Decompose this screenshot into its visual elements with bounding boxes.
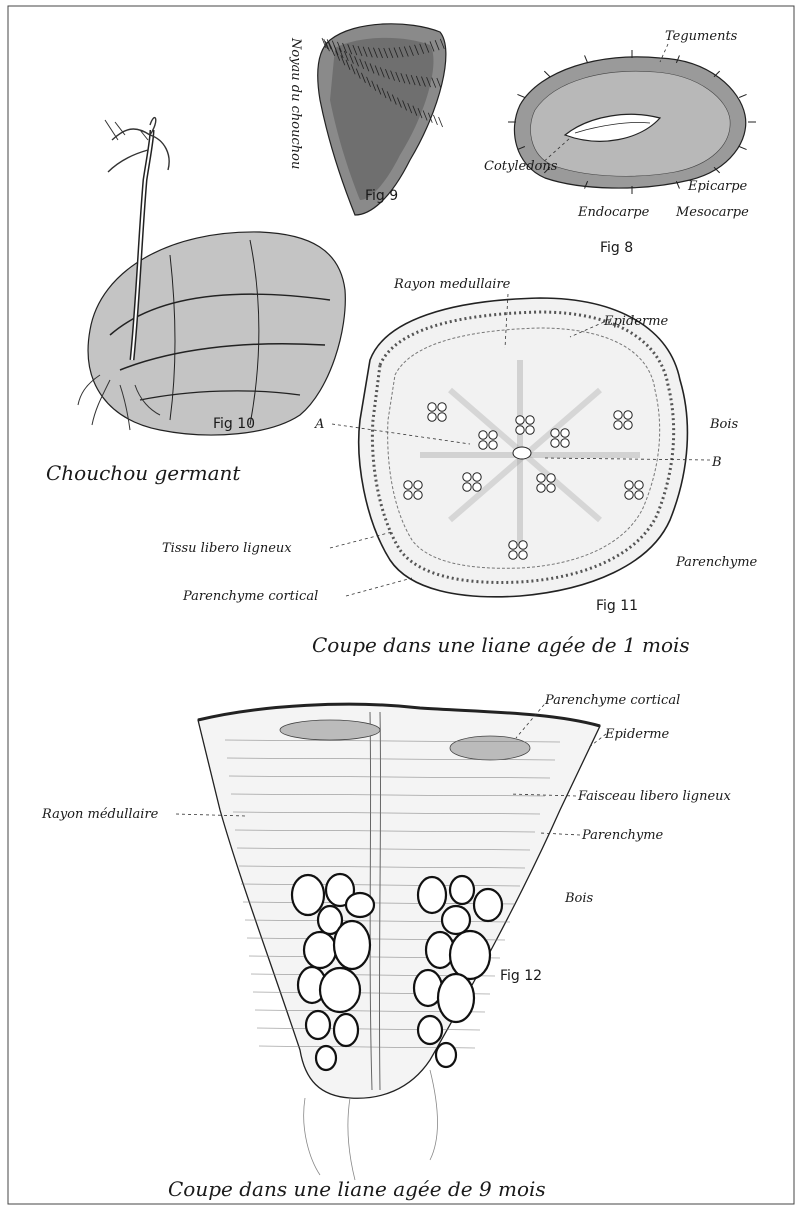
- fig10-number: Fig 10: [213, 416, 255, 432]
- fig9-number: Fig 9: [365, 188, 398, 204]
- fig10-caption: Chouchou germant: [46, 461, 241, 485]
- fig11-vessel: [479, 441, 487, 449]
- fig9-vertical-label: Noyau du chouchou: [288, 37, 303, 169]
- fig12-label-parenchyme: Parenchyme: [581, 828, 664, 843]
- fig11-vessel: [561, 429, 569, 437]
- fig8-spine: [544, 71, 550, 77]
- fig12-xylem-vessel: [438, 974, 474, 1022]
- fig11-vessel: [463, 483, 471, 491]
- fig11-label-rayon-medullaire: Rayon medullaire: [393, 277, 511, 292]
- fig11-stem-section: [359, 298, 688, 597]
- fig12-label-parenchyme-cortical: Parenchyme cortical: [544, 693, 680, 708]
- fig12-label-epiderme: Epiderme: [604, 727, 670, 742]
- fig11-vessel: [519, 551, 527, 559]
- fig8-label-teguments: Teguments: [665, 29, 738, 44]
- fig9-bristle: [433, 115, 437, 125]
- fig11-vessel: [509, 541, 517, 549]
- fig12-caption: Coupe dans une liane agée de 9 mois: [168, 1177, 546, 1201]
- fig12-label-bois: Bois: [564, 891, 594, 906]
- fig11-vessel: [614, 411, 622, 419]
- fig11-vessel: [404, 491, 412, 499]
- fig11-vessel: [509, 551, 517, 559]
- fig9-bristle: [439, 117, 443, 127]
- fig11-vessel: [547, 484, 555, 492]
- fig11-vessel: [551, 439, 559, 447]
- fig11-vessel: [473, 473, 481, 481]
- fig8-spine: [585, 55, 588, 62]
- fig8-label-mesocarpe: Mesocarpe: [675, 205, 749, 220]
- fig11-vessel: [479, 431, 487, 439]
- fig8-label-cotyledons: Cotyledons: [484, 159, 558, 174]
- fig11-vessel: [526, 416, 534, 424]
- fig12-xylem-vessel: [316, 1046, 336, 1070]
- fig11-vessel: [625, 491, 633, 499]
- fig11-vessel: [473, 483, 481, 491]
- fig9-seed-drawing: [318, 24, 446, 215]
- fig12-xylem-vessel: [418, 877, 446, 913]
- fig10-germinating-fruit: [78, 118, 345, 435]
- fig12-stem-sector: [198, 704, 600, 1180]
- fig11-label-epiderme: Epiderme: [603, 314, 669, 329]
- fig11-vessel: [561, 439, 569, 447]
- fig11-vessel: [489, 441, 497, 449]
- fig8-label-endocarpe: Endocarpe: [577, 205, 650, 220]
- fig12-xylem-vessel: [334, 1014, 358, 1046]
- fig11-label-a: A: [314, 417, 324, 432]
- fig11-number: Fig 11: [596, 598, 638, 614]
- fig11-vessel: [635, 491, 643, 499]
- fig11-vessel: [537, 474, 545, 482]
- fig11-vessel: [526, 426, 534, 434]
- fig11-vessel: [438, 413, 446, 421]
- fig8-number: Fig 8: [600, 240, 633, 256]
- fig12-label-faisceau: Faisceau libero ligneux: [577, 789, 732, 804]
- fig8-spine: [517, 94, 524, 97]
- fig11-vessel: [624, 421, 632, 429]
- fig11-vessel: [551, 429, 559, 437]
- fig11-vessel: [614, 421, 622, 429]
- fig11-vessel: [438, 403, 446, 411]
- fig8-spine: [739, 94, 746, 97]
- fig11-vessel: [519, 541, 527, 549]
- fig12-xylem-vessel: [418, 1016, 442, 1044]
- fig12-xylem-vessel: [450, 876, 474, 904]
- fig11-vessel: [463, 473, 471, 481]
- fig11-vessel: [414, 491, 422, 499]
- fig11-vessel: [414, 481, 422, 489]
- fig11-vessel: [625, 481, 633, 489]
- fig11-label-parenchyme: Parenchyme: [675, 555, 758, 570]
- fig11-vessel: [428, 413, 436, 421]
- fig12-xylem-vessel: [292, 875, 324, 915]
- fig11-label-bois: Bois: [709, 417, 739, 432]
- fig12-label-rayon-medullaire: Rayon médullaire: [41, 807, 159, 822]
- fig11-label-parenchyme-cortical: Parenchyme cortical: [182, 589, 318, 604]
- fig11-vessel: [428, 403, 436, 411]
- fig11-vessel: [624, 411, 632, 419]
- fig8-spine: [739, 146, 746, 149]
- fig11-vessel: [516, 416, 524, 424]
- fig12-xylem-vessel: [306, 1011, 330, 1039]
- fig11-vessel: [516, 426, 524, 434]
- fig11-vessel: [635, 481, 643, 489]
- fig12-xylem-vessel: [334, 921, 370, 969]
- fig12-xylem-vessel: [320, 968, 360, 1012]
- fig11-label-b: B: [711, 455, 722, 470]
- fig8-label-epicarpe: Epicarpe: [687, 179, 748, 194]
- fig11-vessel: [547, 474, 555, 482]
- fig11-vessel: [404, 481, 412, 489]
- fig12-xylem-vessel: [474, 889, 502, 921]
- fig11-caption: Coupe dans une liane agée de 1 mois: [312, 633, 690, 657]
- fig12-xylem-vessel: [436, 1043, 456, 1067]
- fig12-xylem-vessel: [304, 932, 336, 968]
- fig12-xylem-vessel: [450, 931, 490, 979]
- fig11-vessel: [537, 484, 545, 492]
- fig11-label-tissu: Tissu libero ligneux: [162, 541, 292, 556]
- fig12-number: Fig 12: [500, 968, 542, 984]
- fig11-vessel: [489, 431, 497, 439]
- fig12-xylem-vessel: [346, 893, 374, 917]
- fig12-xylem-vessel: [442, 906, 470, 934]
